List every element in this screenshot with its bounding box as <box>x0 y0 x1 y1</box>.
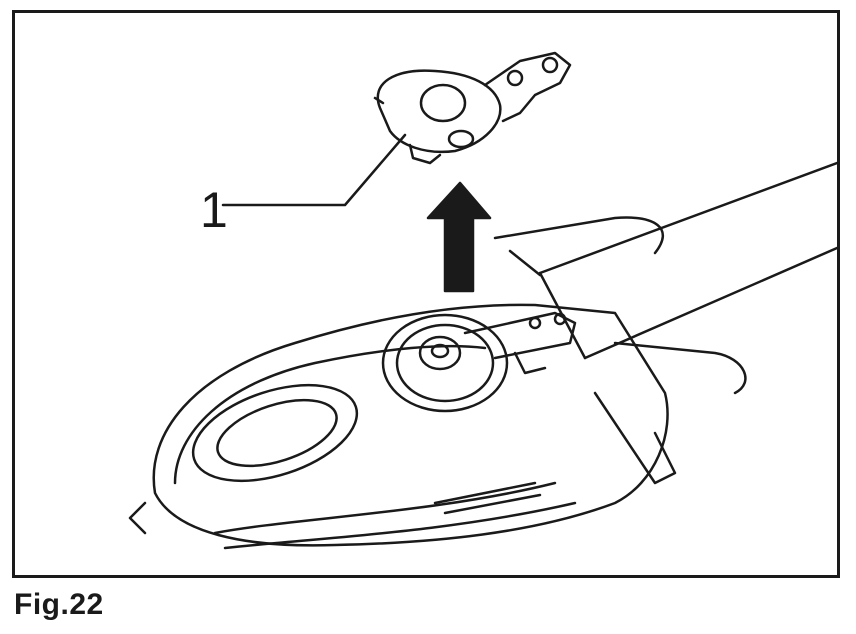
hedge-trimmer-illustration <box>128 51 837 550</box>
figure-caption: Fig.22 <box>14 588 104 621</box>
removal-arrow-icon <box>426 181 492 293</box>
trimmer-housing <box>128 303 747 550</box>
gear-mechanism <box>381 311 577 413</box>
shaft-tube <box>493 161 837 360</box>
callout-label-1: 1 <box>200 182 228 238</box>
figure-frame: 1 <box>12 10 840 578</box>
callout-leader-line <box>221 133 407 207</box>
gear-cover-part <box>373 51 572 165</box>
